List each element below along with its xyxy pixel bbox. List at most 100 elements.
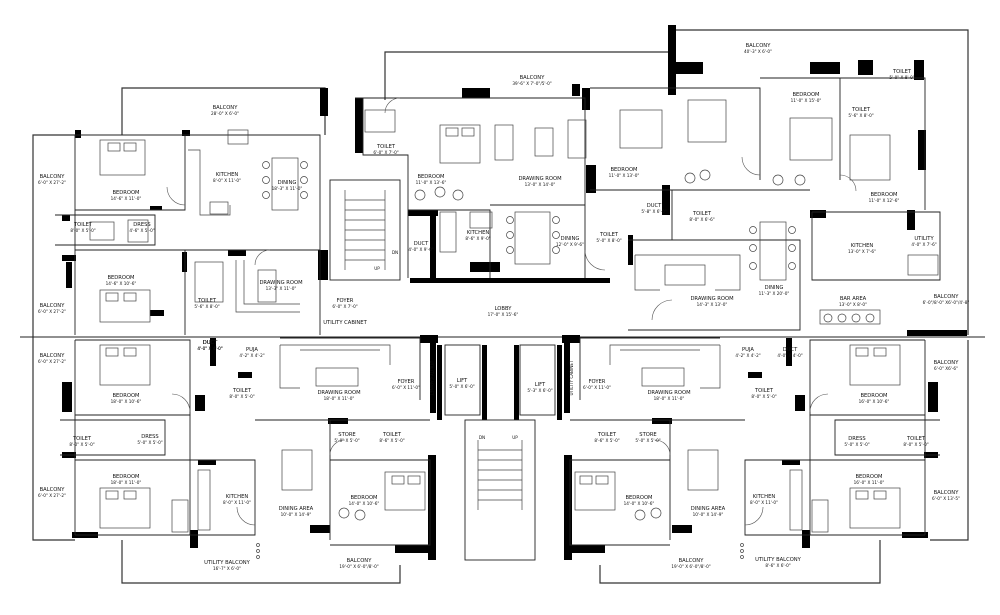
room-size: 13'-0" X 8'-0" xyxy=(839,302,867,307)
room-name: KITCHEN xyxy=(851,243,874,249)
room-name: UTILITY CABINET xyxy=(323,320,367,326)
room-size: 6'-0" X 7'-0" xyxy=(373,150,398,155)
room-name: DRESS xyxy=(848,436,865,442)
room-size: 4'-0" X 7'-6" xyxy=(911,242,936,247)
room-name: DRAWING ROOM xyxy=(647,390,690,396)
room-size: 8'-6" X 6'-0" xyxy=(765,563,790,568)
room-name: LIFT xyxy=(535,382,546,388)
room-size: 4'-6" X 5'-0" xyxy=(129,228,154,233)
top-center-unit xyxy=(355,84,610,283)
room-size: 16'-7" X 6'-0" xyxy=(213,566,241,571)
room-size: 6'-0" X 27'-2" xyxy=(38,309,66,314)
room-size: 13'-3" X 11'-0" xyxy=(266,286,297,291)
room-size: 14'-0" X 10'-6" xyxy=(349,501,380,506)
room-name: BALCONY xyxy=(213,105,239,111)
room-name: BALCONY xyxy=(934,294,960,300)
room-size: 10'-0" X 14'-9" xyxy=(281,512,312,517)
room-size: 13'-0" X 7'-6" xyxy=(848,249,876,254)
room-size: 5'-0" X 5'-0" xyxy=(635,438,660,443)
room-size: 19'-0" X 6'-0"/8'-0" xyxy=(339,564,378,569)
stair-up-label: UP xyxy=(374,266,380,271)
room-name: BALCONY xyxy=(746,43,772,49)
room-name: TOILET xyxy=(599,232,619,238)
room-size: 8'-0" X 11'-0" xyxy=(750,500,778,505)
room-size: 14'-6" X 11'-0" xyxy=(111,196,142,201)
room-size: 5'-8" X 6'-0" xyxy=(641,209,666,214)
room-name: BEDROOM xyxy=(855,474,882,480)
room-size: 6'-0" X 11'-0" xyxy=(392,385,420,390)
room-size: 5'-0" X 8'-0" xyxy=(596,238,621,243)
room-size: 11'-0" X 13'-6" xyxy=(416,180,447,185)
room-size: 8'-0" X 11'-0" xyxy=(213,178,241,183)
room-size: 18'-0" X 11'-0" xyxy=(324,396,355,401)
room-name: DUCT xyxy=(647,203,662,209)
room-name: TOILET xyxy=(232,388,252,394)
room-size: 8'-0" X 5'-0" xyxy=(70,228,95,233)
room-name: DUCT xyxy=(203,340,218,346)
room-size: 18'-0" X 11'-0" xyxy=(111,480,142,485)
room-size: 8'-0" X 5'-0" xyxy=(903,442,928,447)
stair-upper xyxy=(329,179,401,281)
room-size: 10'-0" X 14'-9" xyxy=(693,512,724,517)
room-size: 6'-0" X 27'-2" xyxy=(38,180,66,185)
room-size: 8'-0" X 5'-0" xyxy=(69,442,94,447)
room-name: BALCONY xyxy=(40,487,66,493)
utility-cabinet-label-right: UTILITY CABINET xyxy=(569,360,574,396)
room-size: 11'-0" X 13'-0" xyxy=(609,173,640,178)
lower-right-unit xyxy=(562,335,940,560)
room-name: BEDROOM xyxy=(417,174,444,180)
room-name: FOYER xyxy=(398,379,415,385)
room-name: TOILET xyxy=(851,107,871,113)
room-size: 8'-0" X 11'-0" xyxy=(223,500,251,505)
room-name: DINING xyxy=(278,180,297,186)
room-size: 8'-6" X 5'-0" xyxy=(594,438,619,443)
lower-left-unit xyxy=(60,335,438,560)
room-name: BAR AREA xyxy=(840,296,867,302)
room-name: BEDROOM xyxy=(112,474,139,480)
stair-dn-label: DN xyxy=(392,250,398,255)
room-label-utility-cabinet-a: UTILITY CABINET xyxy=(323,320,367,326)
room-name: DINING AREA xyxy=(279,506,314,512)
room-size: 8'-0" X 5'-0" xyxy=(751,394,776,399)
room-size: 18'-3" X 11'-0" xyxy=(272,186,303,191)
room-name: BEDROOM xyxy=(107,275,134,281)
room-size: 14'-3" X 13'-0" xyxy=(697,302,728,307)
